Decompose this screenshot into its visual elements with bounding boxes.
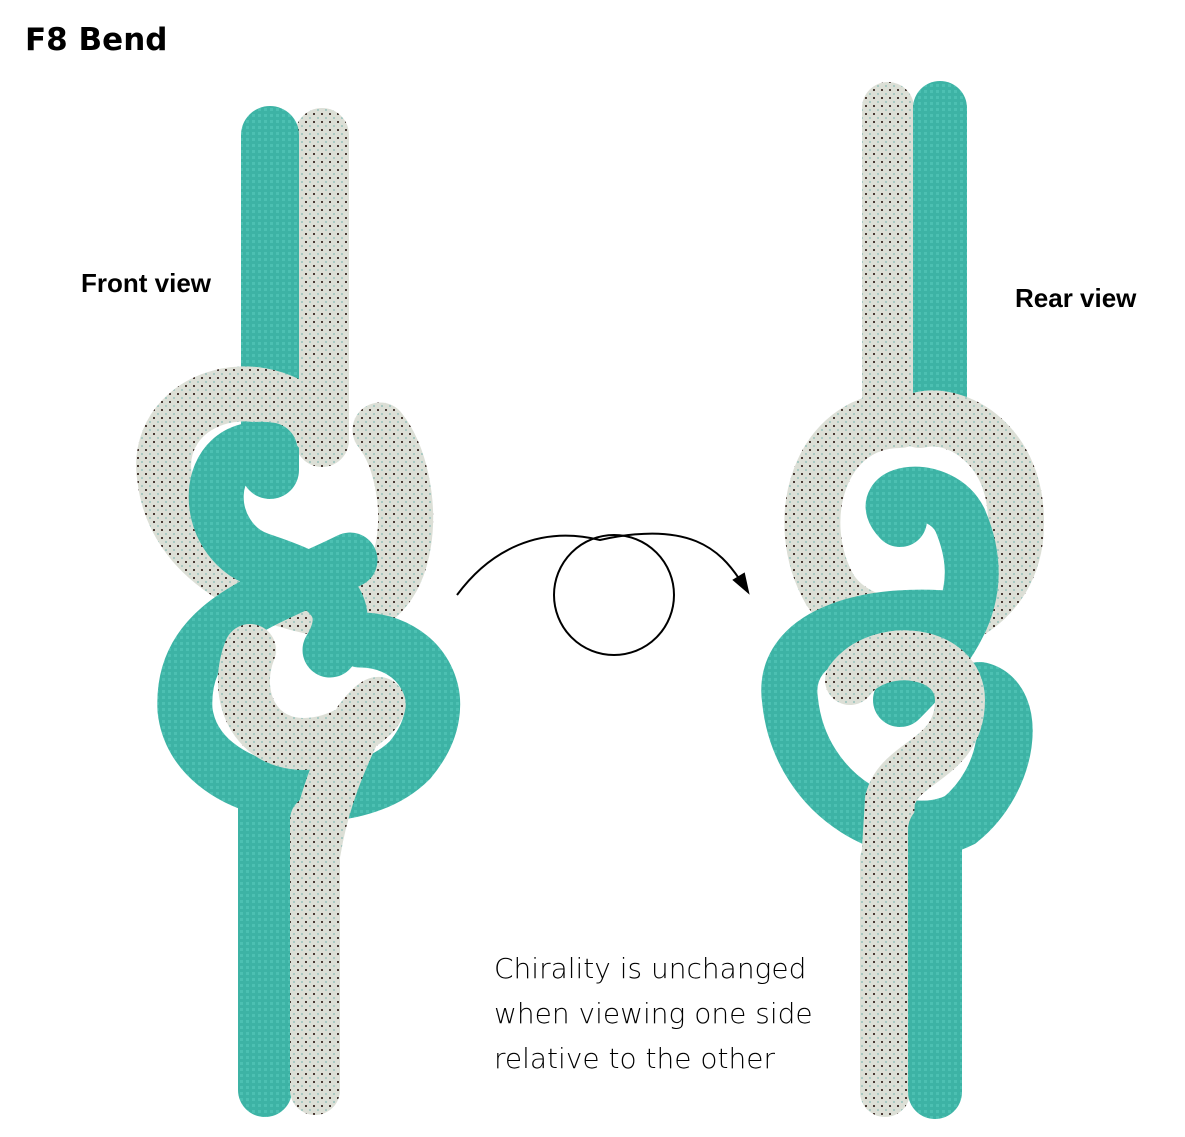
- rear-view-label: Rear view: [1015, 283, 1137, 313]
- caption-line: Chirality is unchanged: [494, 952, 807, 985]
- front-gray-lower: [217, 624, 406, 876]
- caption-line: relative to the other: [494, 1042, 775, 1075]
- front-view-label: Front view: [81, 268, 212, 298]
- caption: Chirality is unchanged when viewing one …: [494, 946, 813, 1081]
- front-teal-upper: [188, 421, 368, 678]
- rear-gray-lower: [825, 630, 986, 905]
- page-title: F8 Bend: [25, 22, 168, 58]
- front-view-knot: [136, 106, 461, 1117]
- caption-line: when viewing one side: [494, 997, 813, 1030]
- rear-view-knot: [761, 81, 1044, 1119]
- rear-teal-lower-loop: [761, 589, 1033, 857]
- rotation-arrow: [456, 532, 750, 656]
- arrowhead-icon: [732, 572, 750, 595]
